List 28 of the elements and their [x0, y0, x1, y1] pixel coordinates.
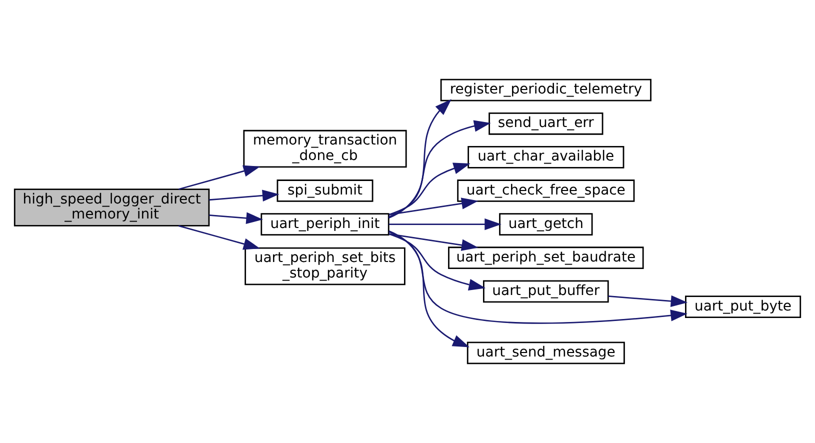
arrow [388, 162, 470, 216]
arrow [388, 99, 452, 219]
node-box: uart_check_free_space [457, 180, 635, 202]
arrow [388, 233, 478, 251]
arrow [388, 233, 486, 290]
node-box: uart_getch [499, 213, 593, 236]
node-box: spi_submit [276, 180, 374, 202]
node-box: uart_char_available [468, 146, 624, 168]
node-box: uart_periph_init [260, 213, 390, 236]
arrow [209, 212, 264, 224]
node-box: high_speed_logger_direct _memory_init [14, 188, 210, 226]
node-box: uart_send_message [466, 342, 625, 364]
arrow [388, 218, 502, 230]
arrow [388, 120, 491, 218]
arrow [178, 225, 260, 250]
arrow [608, 295, 688, 308]
node-box: memory_transaction _done_cb [243, 130, 407, 168]
arrow [388, 231, 688, 324]
node-box: uart_put_byte [685, 296, 802, 318]
node-box: uart_put_buffer [483, 280, 609, 303]
arrow [388, 230, 470, 348]
arrow [209, 190, 280, 202]
node-box: uart_periph_set_bits _stop_parity [244, 247, 406, 286]
node-box: send_uart_err [488, 112, 604, 135]
arrow [178, 165, 260, 190]
node-box: register_periodic_telemetry [440, 78, 652, 102]
arrow [388, 198, 478, 216]
node-box: uart_periph_set_baudrate [448, 246, 644, 270]
